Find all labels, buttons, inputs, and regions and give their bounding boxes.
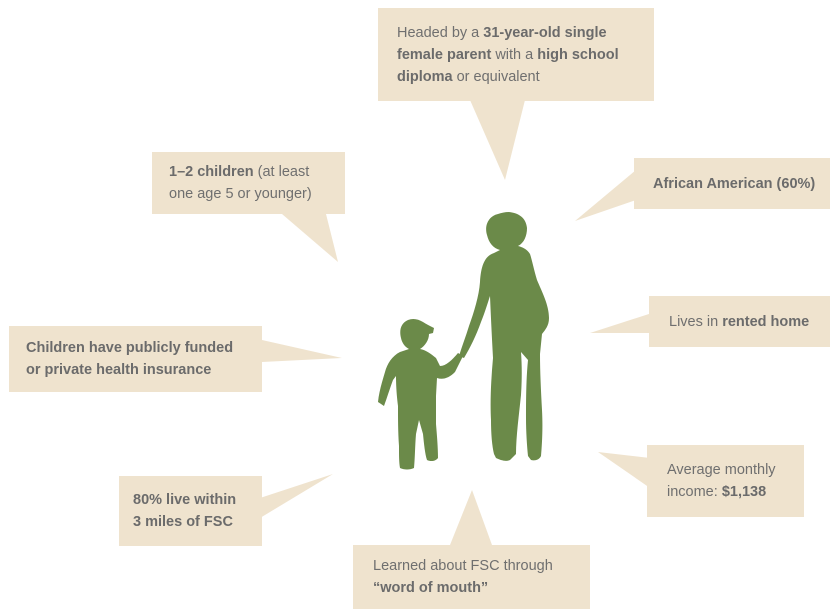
callout-text-bold: diploma: [397, 68, 453, 85]
callout-text: Lives in: [669, 313, 723, 330]
callout-text: Headed by a: [397, 24, 484, 41]
pointer-housing: [590, 313, 652, 333]
callout-line: Average monthly: [667, 459, 790, 481]
callout-text-bold: 3 miles of FSC: [133, 514, 233, 530]
callout-text-bold: 1–2 children: [169, 164, 254, 180]
callout-text-bold: $1,138: [721, 484, 767, 500]
pointer-referral: [450, 490, 492, 545]
callout-text: one age 5 or younger): [169, 186, 312, 202]
callout-text: income:: [667, 484, 722, 500]
callout-line: Headed by a 31-year-old single: [397, 22, 640, 44]
callout-line: female parent with a high school: [397, 44, 640, 66]
callout-line: Lives in rented home: [669, 311, 816, 333]
pointer-insurance: [262, 340, 342, 362]
callout-text-bold: female parent: [397, 46, 492, 63]
callout-line: Learned about FSC through: [373, 555, 576, 577]
callout-line: diploma or equivalent: [397, 66, 640, 88]
callout-line: African American (60%): [653, 173, 816, 195]
callout-line: income: $1,138: [667, 481, 790, 503]
callout-text: or equivalent: [452, 68, 540, 85]
callout-line: 3 miles of FSC: [133, 511, 248, 533]
callout-text-bold: 80% live within: [133, 492, 237, 508]
callout-insurance: Children have publicly funded or private …: [9, 326, 262, 392]
callout-text-bold: rented home: [722, 313, 810, 330]
pointer-head-of-household: [470, 100, 525, 180]
callout-housing: Lives in rented home: [649, 296, 830, 347]
callout-text: Average monthly: [667, 462, 776, 478]
callout-text-bold: “word of mouth”: [373, 580, 489, 596]
callout-text-bold: high school: [537, 46, 619, 63]
callout-text: with a: [491, 46, 538, 63]
callout-race: African American (60%): [634, 158, 830, 209]
callout-line: Children have publicly funded: [26, 337, 248, 359]
callout-children: 1–2 children (at least one age 5 or young…: [152, 152, 345, 214]
callout-line: 80% live within: [133, 489, 248, 511]
pointer-race: [575, 170, 636, 221]
callout-text: Learned about FSC through: [373, 558, 553, 574]
callout-text-bold: Children have publicly funded: [26, 340, 234, 356]
callout-referral: Learned about FSC through “word of mouth”: [353, 545, 590, 609]
pointer-children: [282, 214, 338, 262]
pointer-income: [598, 452, 650, 488]
callout-line: one age 5 or younger): [169, 183, 331, 205]
parent-silhouette-icon: [459, 212, 549, 461]
callout-line: “word of mouth”: [373, 577, 576, 599]
child-silhouette-icon: [378, 318, 463, 470]
callout-text-bold: or private health insurance: [26, 362, 212, 378]
callout-text-bold: 31-year-old single: [483, 24, 607, 41]
callout-line: or private health insurance: [26, 359, 248, 381]
pointer-distance: [260, 474, 333, 518]
callout-text: (at least: [253, 164, 310, 180]
callout-line: 1–2 children (at least: [169, 161, 331, 183]
callout-distance: 80% live within 3 miles of FSC: [119, 476, 262, 546]
callout-text-bold: African American (60%): [653, 175, 816, 192]
callout-income: Average monthly income: $1,138: [647, 445, 804, 517]
